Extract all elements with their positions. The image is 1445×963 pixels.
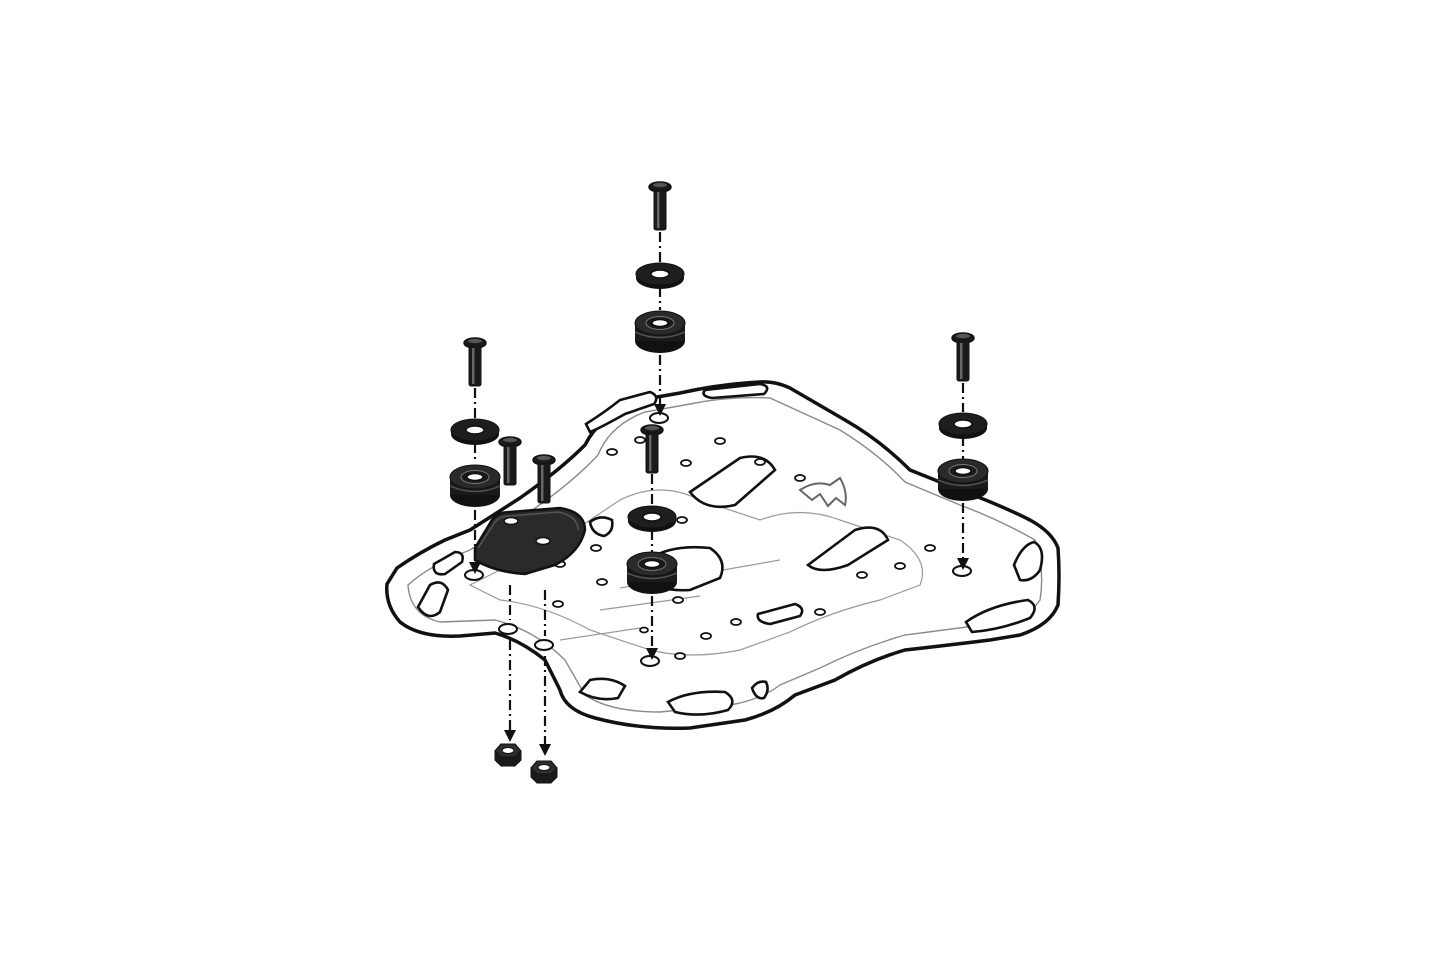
arrowhead-adapter-left [504, 730, 516, 742]
fastener-stack-right [937, 332, 989, 502]
mount-hole-adapter-right [534, 639, 554, 651]
damper-right [937, 458, 989, 502]
mount-hole-adapter-left [498, 623, 518, 635]
fastener-stack-rear-center [634, 181, 686, 354]
arrowhead-rear-center [654, 404, 666, 416]
washer-rear-left [450, 418, 500, 446]
slot-front-4 [750, 680, 769, 700]
washer-front-center [627, 505, 677, 533]
bolt-adapter-left [498, 436, 522, 486]
bolt-right [951, 332, 975, 382]
slot-rear-top-2 [702, 382, 769, 400]
rack-plate [385, 380, 1061, 731]
assembly-axes [473, 232, 965, 746]
arrowhead-rear-left [469, 562, 481, 574]
slot-front-3 [756, 602, 804, 626]
bolt-rear-center [648, 181, 672, 231]
damper-rear-left [449, 464, 501, 508]
axis-arrowheads [469, 404, 969, 756]
slot-front-2 [666, 690, 734, 716]
slot-side-left-2 [432, 550, 464, 576]
slot-front-1 [577, 677, 627, 701]
slot-side-right-2 [964, 598, 1036, 634]
brand-logo-emboss [798, 476, 847, 508]
bolt-rear-left [463, 337, 487, 387]
slot-rear-top [584, 390, 658, 434]
arrowhead-front-center [646, 648, 658, 660]
slot-side-left-1 [416, 581, 450, 618]
slot-center-right [805, 526, 890, 572]
fastener-stack-rear-left [449, 337, 501, 508]
nut-adapter-right [530, 760, 558, 784]
slot-side-right-1 [1012, 540, 1044, 582]
plate-small-holes [552, 436, 936, 660]
washer-right [938, 412, 988, 440]
mount-hole-front-center [640, 655, 660, 667]
nut-adapter-left [494, 743, 522, 767]
slot-left-inner [588, 516, 614, 538]
damper-front-center [626, 551, 678, 595]
slot-center-upper [688, 455, 777, 509]
adapter-bracket [473, 506, 587, 576]
mount-hole-rear-center [649, 412, 669, 424]
plate-slots [416, 382, 1044, 716]
damper-rear-center [634, 310, 686, 354]
arrowhead-adapter-right [539, 744, 551, 756]
arrowhead-right [957, 558, 969, 570]
washer-rear-center [635, 262, 685, 290]
